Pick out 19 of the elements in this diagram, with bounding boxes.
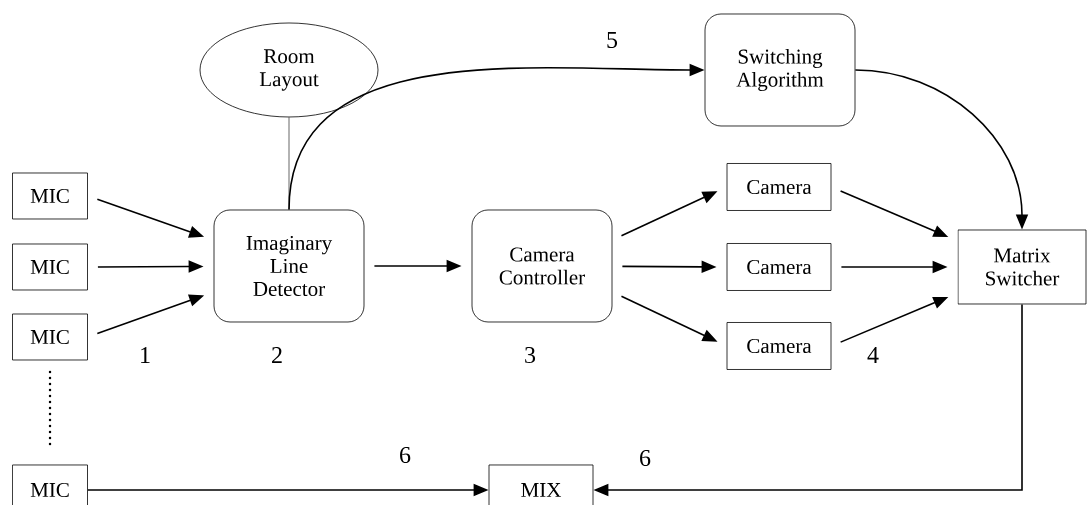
edge-label: 6 [398, 445, 412, 465]
process-box: Switching Algorithm [704, 13, 856, 127]
device-box: Camera [726, 163, 832, 211]
step-number: 5 [607, 32, 618, 48]
device-box: Matrix Switcher [957, 229, 1087, 305]
edge-label: 6 [638, 448, 652, 468]
device-box: MIC [12, 172, 88, 220]
step-number: 4 [867, 347, 879, 363]
step-number: 1 [141, 347, 150, 363]
device-box: MIC [12, 464, 88, 505]
device-box: MIC [12, 243, 88, 291]
device-box: Camera [726, 322, 832, 370]
process-box: Camera Controller [471, 209, 613, 323]
step-number: 2 [272, 347, 282, 363]
device-box: Camera [726, 243, 832, 291]
step-number: 3 [525, 346, 536, 364]
device-box: MIC [12, 313, 88, 361]
process-box: Imaginary Line Detector [213, 209, 365, 323]
device-box: MIX [488, 464, 594, 505]
